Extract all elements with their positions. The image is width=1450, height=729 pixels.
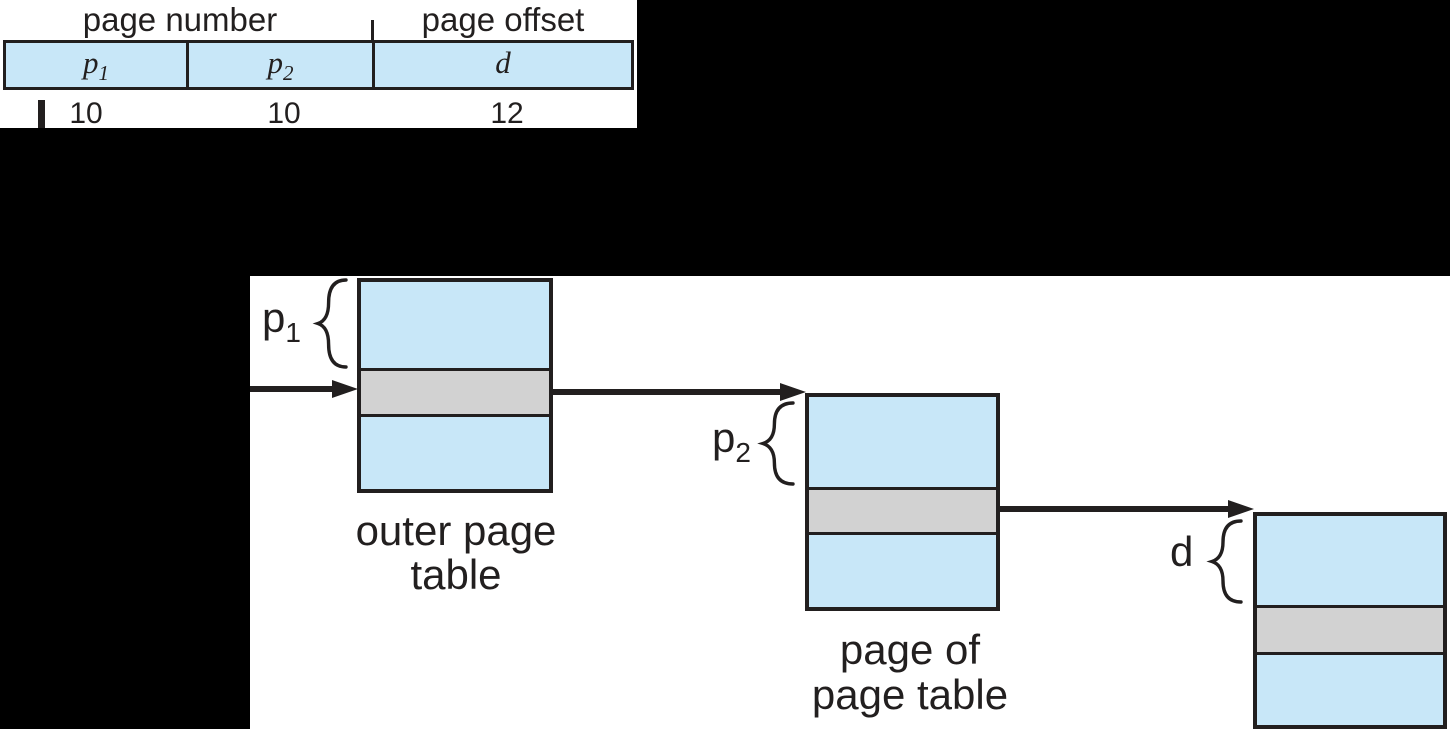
field-p1-base: p <box>83 45 99 80</box>
index-label-p1: p1 <box>262 294 301 347</box>
row-divider <box>1257 652 1443 655</box>
page-of-page-table-caption: page of page table <box>800 627 1020 717</box>
index-p2-base: p <box>712 414 736 461</box>
row-divider <box>809 487 996 490</box>
frame-row-top <box>1257 516 1443 605</box>
middle-caption-line1: page of <box>839 626 981 673</box>
index-label-d: d <box>1170 531 1193 573</box>
frame-selected-entry <box>1257 608 1443 652</box>
outer-page-table-box <box>357 278 553 493</box>
bit-width-p1: 10 <box>69 97 103 130</box>
index-p1-sub: 1 <box>285 317 301 348</box>
row-divider <box>809 532 996 535</box>
page-of-page-table-box <box>805 393 1000 611</box>
outer-table-row-top <box>361 282 549 368</box>
bit-width-d: 12 <box>490 97 524 130</box>
frame-row-bottom <box>1257 655 1443 725</box>
row-divider <box>361 414 549 417</box>
outer-table-row-bottom <box>361 417 549 489</box>
outer-caption-line1: outer page <box>355 507 557 554</box>
index-p1-base: p <box>262 294 286 341</box>
address-field-table: p1 p2 d <box>3 40 634 90</box>
label-divider-tick <box>371 20 374 40</box>
row-divider <box>361 368 549 371</box>
outer-caption-line2: table <box>410 551 502 598</box>
outer-page-table-caption: outer page table <box>346 509 566 597</box>
middle-table-row-top <box>809 397 996 487</box>
target-frame-box <box>1253 512 1447 729</box>
index-p2-sub: 2 <box>735 437 751 468</box>
field-p2-base: p <box>267 45 284 80</box>
page-number-label: page number <box>82 1 278 38</box>
field-cell-p2: p2 <box>186 43 372 87</box>
outer-table-selected-entry <box>361 371 549 414</box>
middle-table-selected-entry <box>809 490 996 532</box>
field-d-base: d <box>495 45 511 80</box>
crop-artifact-bar <box>38 100 45 128</box>
index-d-base: d <box>1170 528 1194 575</box>
middle-table-row-bottom <box>809 535 996 607</box>
index-label-p2: p2 <box>712 414 751 467</box>
field-cell-d: d <box>372 43 631 87</box>
field-p1-sub: 1 <box>98 61 110 85</box>
field-cell-p1: p1 <box>6 43 186 87</box>
row-divider <box>1257 605 1443 608</box>
page-offset-label: page offset <box>421 1 585 38</box>
middle-caption-line2: page table <box>811 671 1009 718</box>
bit-width-p2: 10 <box>267 97 301 130</box>
field-p2-sub: 2 <box>283 61 294 85</box>
address-format-panel: page number page offset p1 p2 d 10 10 12 <box>0 0 637 130</box>
